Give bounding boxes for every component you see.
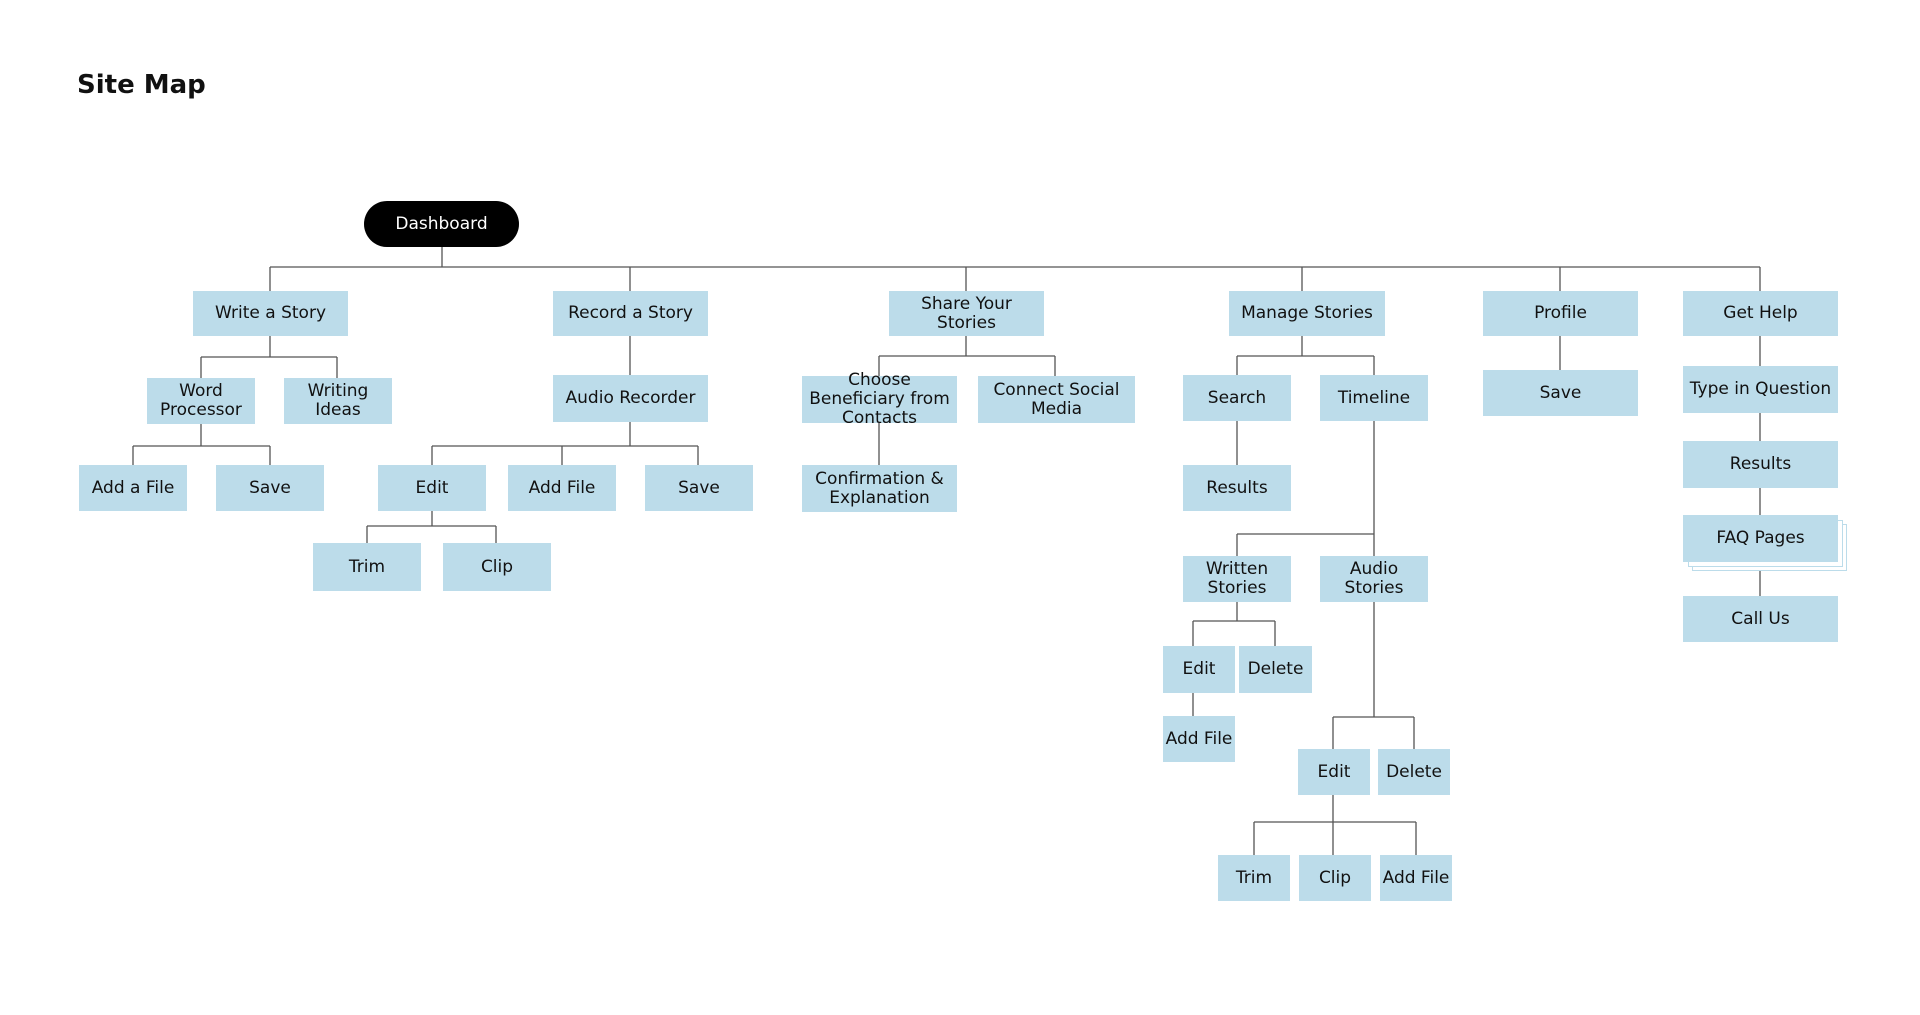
page-title: Site Map xyxy=(77,70,206,100)
manage-stories-node: Manage Stories xyxy=(1229,291,1385,336)
record-edit-node: Edit xyxy=(378,465,486,511)
help-results-node: Results xyxy=(1683,441,1838,488)
audio-recorder-node: Audio Recorder xyxy=(553,375,708,422)
writing-ideas-node: Writing Ideas xyxy=(284,378,392,424)
record-clip-node: Clip xyxy=(443,543,551,591)
call-us-node: Call Us xyxy=(1683,596,1838,642)
written-edit-node: Edit xyxy=(1163,646,1235,693)
audio-add-file-node: Add File xyxy=(1380,855,1452,901)
choose-beneficiary-node: Choose Beneficiary from Contacts xyxy=(802,371,957,428)
record-trim-node: Trim xyxy=(313,543,421,591)
add-a-file-node: Add a File xyxy=(79,465,187,511)
record-a-story-node: Record a Story xyxy=(553,291,708,336)
profile-save-node: Save xyxy=(1483,370,1638,416)
audio-delete-node: Delete xyxy=(1378,749,1450,795)
search-node: Search xyxy=(1183,375,1291,421)
confirmation-explanation-node: Confirmation & Explanation xyxy=(802,465,957,512)
timeline-node: Timeline xyxy=(1320,375,1428,421)
audio-edit-node: Edit xyxy=(1298,749,1370,795)
get-help-node: Get Help xyxy=(1683,291,1838,336)
written-delete-node: Delete xyxy=(1239,646,1312,693)
word-processor-node: Word Processor xyxy=(147,378,255,424)
profile-node: Profile xyxy=(1483,291,1638,336)
audio-trim-node: Trim xyxy=(1218,855,1290,901)
dashboard-node: Dashboard xyxy=(364,201,519,247)
written-add-file-node: Add File xyxy=(1163,716,1235,762)
search-results-node: Results xyxy=(1183,465,1291,511)
write-a-story-node: Write a Story xyxy=(193,291,348,336)
audio-stories-node: Audio Stories xyxy=(1320,556,1428,602)
write-save-node: Save xyxy=(216,465,324,511)
connect-social-media-node: Connect Social Media xyxy=(978,376,1135,423)
faq-pages-node: FAQ Pages xyxy=(1683,515,1838,562)
record-save-node: Save xyxy=(645,465,753,511)
written-stories-node: Written Stories xyxy=(1183,556,1291,602)
record-add-file-node: Add File xyxy=(508,465,616,511)
share-your-stories-node: Share Your Stories xyxy=(889,291,1044,336)
audio-clip-node: Clip xyxy=(1299,855,1371,901)
type-in-question-node: Type in Question xyxy=(1683,366,1838,413)
